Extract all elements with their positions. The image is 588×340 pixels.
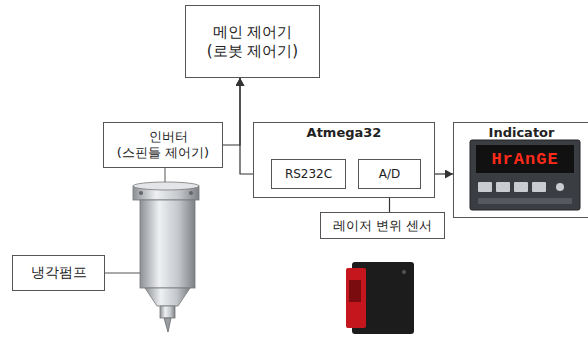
process-box: 인버터 (스핀들 제어기) [103, 122, 223, 168]
sensor-window [349, 280, 361, 302]
indicator-button [478, 182, 492, 192]
box-title: Atmega32 [254, 125, 434, 141]
process-box: 메인 제어기 (로봇 제어기) [185, 5, 320, 78]
indicator-display [476, 145, 574, 173]
box-label: 메인 제어기 (로봇 제어기) [206, 23, 300, 61]
process-box: Atmega32RS232C A/D [253, 122, 435, 198]
indicator-button [532, 182, 546, 192]
sensor-led [402, 270, 406, 274]
process-box: RS232C [271, 159, 346, 189]
spindle-bolt [189, 191, 193, 195]
box-label: A/D [379, 167, 401, 182]
indicator-button [556, 183, 564, 191]
box-title: Indicator [454, 125, 588, 141]
spindle-illustration [133, 182, 199, 332]
leader-line [165, 168, 166, 184]
spindle-bolt [139, 191, 143, 195]
indicator-button [514, 182, 528, 192]
spindle-top [133, 182, 199, 190]
display-readout: HrAnGE [478, 147, 572, 171]
spindle-body [140, 200, 195, 288]
process-box: 냉각펌프 [12, 255, 105, 291]
laser-sensor-illustration [346, 262, 414, 334]
box-label: RS232C [285, 167, 332, 182]
indicator-button [496, 182, 510, 192]
spindle-collet [160, 306, 175, 318]
box-label: 냉각펌프 [31, 264, 87, 282]
box-label: 레이저 변위 센서 [333, 218, 432, 234]
box-label: 인버터 (스핀들 제어기) [116, 129, 211, 162]
process-box: 레이저 변위 센서 [320, 212, 445, 239]
indicator-strip [478, 198, 572, 204]
process-box: A/D [358, 159, 421, 189]
indicator-body [470, 140, 580, 210]
indicator-illustration [470, 140, 580, 210]
spindle-tool [164, 318, 171, 332]
sensor-front [346, 268, 366, 328]
signal-arrow [223, 78, 240, 145]
spindle-nose [145, 288, 190, 306]
leader-line [105, 273, 140, 274]
